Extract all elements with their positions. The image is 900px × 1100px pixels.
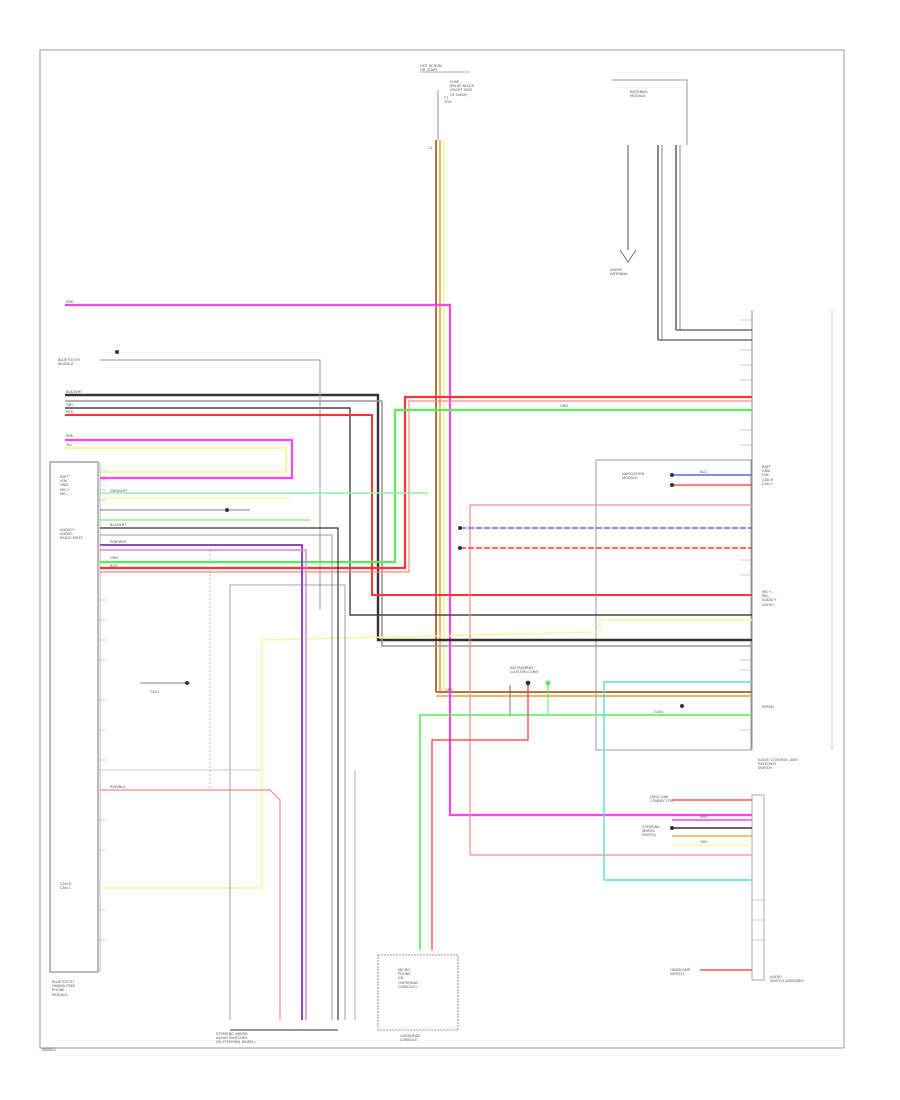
right-module-pins: BATT GND IGN CAN H CAN L: [762, 465, 774, 486]
wire-label-red-1: RED: [66, 410, 74, 414]
wire-lightred-1: [100, 789, 281, 1020]
wire-black-3: [100, 527, 339, 1020]
wire-cyan-1: [603, 681, 752, 880]
right-connector-ticks: [740, 319, 764, 941]
overhead-console-label: OVERHEAD CONSOLE: [400, 1034, 421, 1043]
fuse-block-label: HOT IN RUN OR START: [420, 64, 442, 73]
wire-black-1: [65, 393, 752, 642]
wire-gray-2: [100, 359, 321, 610]
antenna-box: [612, 79, 688, 145]
right-module-pins-2: MIC+ MIC- AUDIO+ AUDIO-: [762, 590, 777, 607]
diagram-frame: [39, 49, 845, 1049]
microphone-box: [377, 954, 459, 1031]
wire-label-green-1: GRN: [110, 556, 118, 560]
left-module-label: BLUETOOTH HANDS-FREE PHONE MODULE: [52, 980, 76, 997]
wire-red-4: [431, 685, 529, 950]
wire-label-black-1: BLK/WHT: [66, 390, 83, 394]
top-connector-label: C1: [428, 146, 433, 150]
right-module-pins-3: SPEED: [762, 705, 774, 709]
left-module-pins-2: AUDIO+ AUDIO- RADIO MUTE: [60, 528, 83, 541]
wire-gray-1: [65, 400, 752, 647]
bluetooth-label: BLUETOOTH MODULE: [58, 358, 80, 367]
wheel-switch-label: STEERING WHEEL SWITCH: [642, 825, 661, 838]
wire-label-purple: PUR/WHT: [110, 540, 127, 544]
dlc-label: DATA LINK CONNECTOR: [650, 795, 674, 804]
wire-magenta-2: [65, 438, 294, 480]
wire-yellow-2: [100, 619, 752, 889]
left-module-pins: BATT IGN GND MIC+ MIC-: [60, 475, 70, 496]
wire-gray-4: [229, 584, 346, 1020]
ground-g301: G301: [654, 710, 664, 714]
wire-label-tan: TAN: [700, 840, 708, 844]
wire-label-green-white: GRN/WHT: [110, 489, 128, 493]
wire-green-1: [100, 408, 752, 564]
navigation-label: NAVIGATION MODULE: [622, 472, 645, 481]
wire-label-pink: PNK: [66, 434, 74, 438]
connector-dots: [115, 350, 684, 830]
headlamp-switch-label: HEADLAMP SWITCH: [670, 968, 691, 977]
wire-label-blue: BLU: [700, 470, 707, 474]
center-feed: [435, 90, 752, 697]
fuse-block-sub: FUSE RELAY BLOCK (RIGHT SIDE OF DASH): [450, 80, 475, 97]
wire-label-gray: GRY: [66, 403, 74, 407]
wire-label-black-2: BLK/WHT: [110, 523, 127, 527]
am-fm-antenna-label: AM/FM ANTENNA: [610, 268, 628, 277]
audio-switch-assembly-label: AUDIO SWITCH ASSEMBLY: [770, 975, 804, 984]
switch-assembly: [751, 794, 765, 981]
wire-black-2: [65, 407, 752, 616]
wire-red-2: [100, 395, 752, 570]
wire-label-magenta: PNK: [66, 300, 74, 304]
antenna-leads: [619, 145, 752, 341]
wire-lightred-2: [469, 504, 752, 855]
antenna-module-label: ANTENNA MODULE: [630, 90, 648, 99]
right-audio-unit: [595, 459, 752, 751]
wire-label-yellow: YEL: [66, 443, 73, 447]
wire-purple-1: [100, 544, 303, 1020]
wire-red-3: [100, 400, 752, 573]
microphone-box-label: MICRO- PHONE (IN OVERHEAD CONSOLE): [398, 968, 419, 989]
wire-label-red-black: RED/BLK: [110, 785, 126, 789]
wire-gray-3: [100, 534, 333, 1020]
center-connector-label: INSTRUMENT CLUSTER CONN: [510, 666, 539, 675]
fuse-id: F7 10A: [444, 96, 452, 105]
wire-purple-2: [100, 549, 307, 1020]
wire-label-white: WHT: [700, 815, 709, 819]
left-module-box: [49, 461, 99, 973]
wire-label-green-2: GRN: [560, 404, 568, 408]
steering-switches-label: STEERING WHEEL AUDIO SWITCHES (IN STEERI…: [216, 1032, 256, 1045]
misc-branches: [100, 509, 549, 1031]
right-module-label: AUDIO CONTROL UNIT RECEIVER SWITCH: [758, 758, 799, 771]
left-module-pins-3: CAN H CAN L: [60, 882, 72, 891]
wire-yellow-1: [65, 447, 287, 473]
wire-red-1: [65, 414, 752, 596]
wire-green-3: [419, 714, 752, 950]
ground-g201: G201: [150, 690, 160, 694]
wheel-switch-leads: [672, 799, 752, 971]
wire-magenta-main: [65, 303, 752, 817]
footer-code: W0001: [42, 1047, 57, 1052]
wire-label-orange: ORG: [445, 688, 454, 692]
left-connector-ticks: [100, 469, 106, 941]
wire-label-red-2: RED: [110, 564, 118, 568]
